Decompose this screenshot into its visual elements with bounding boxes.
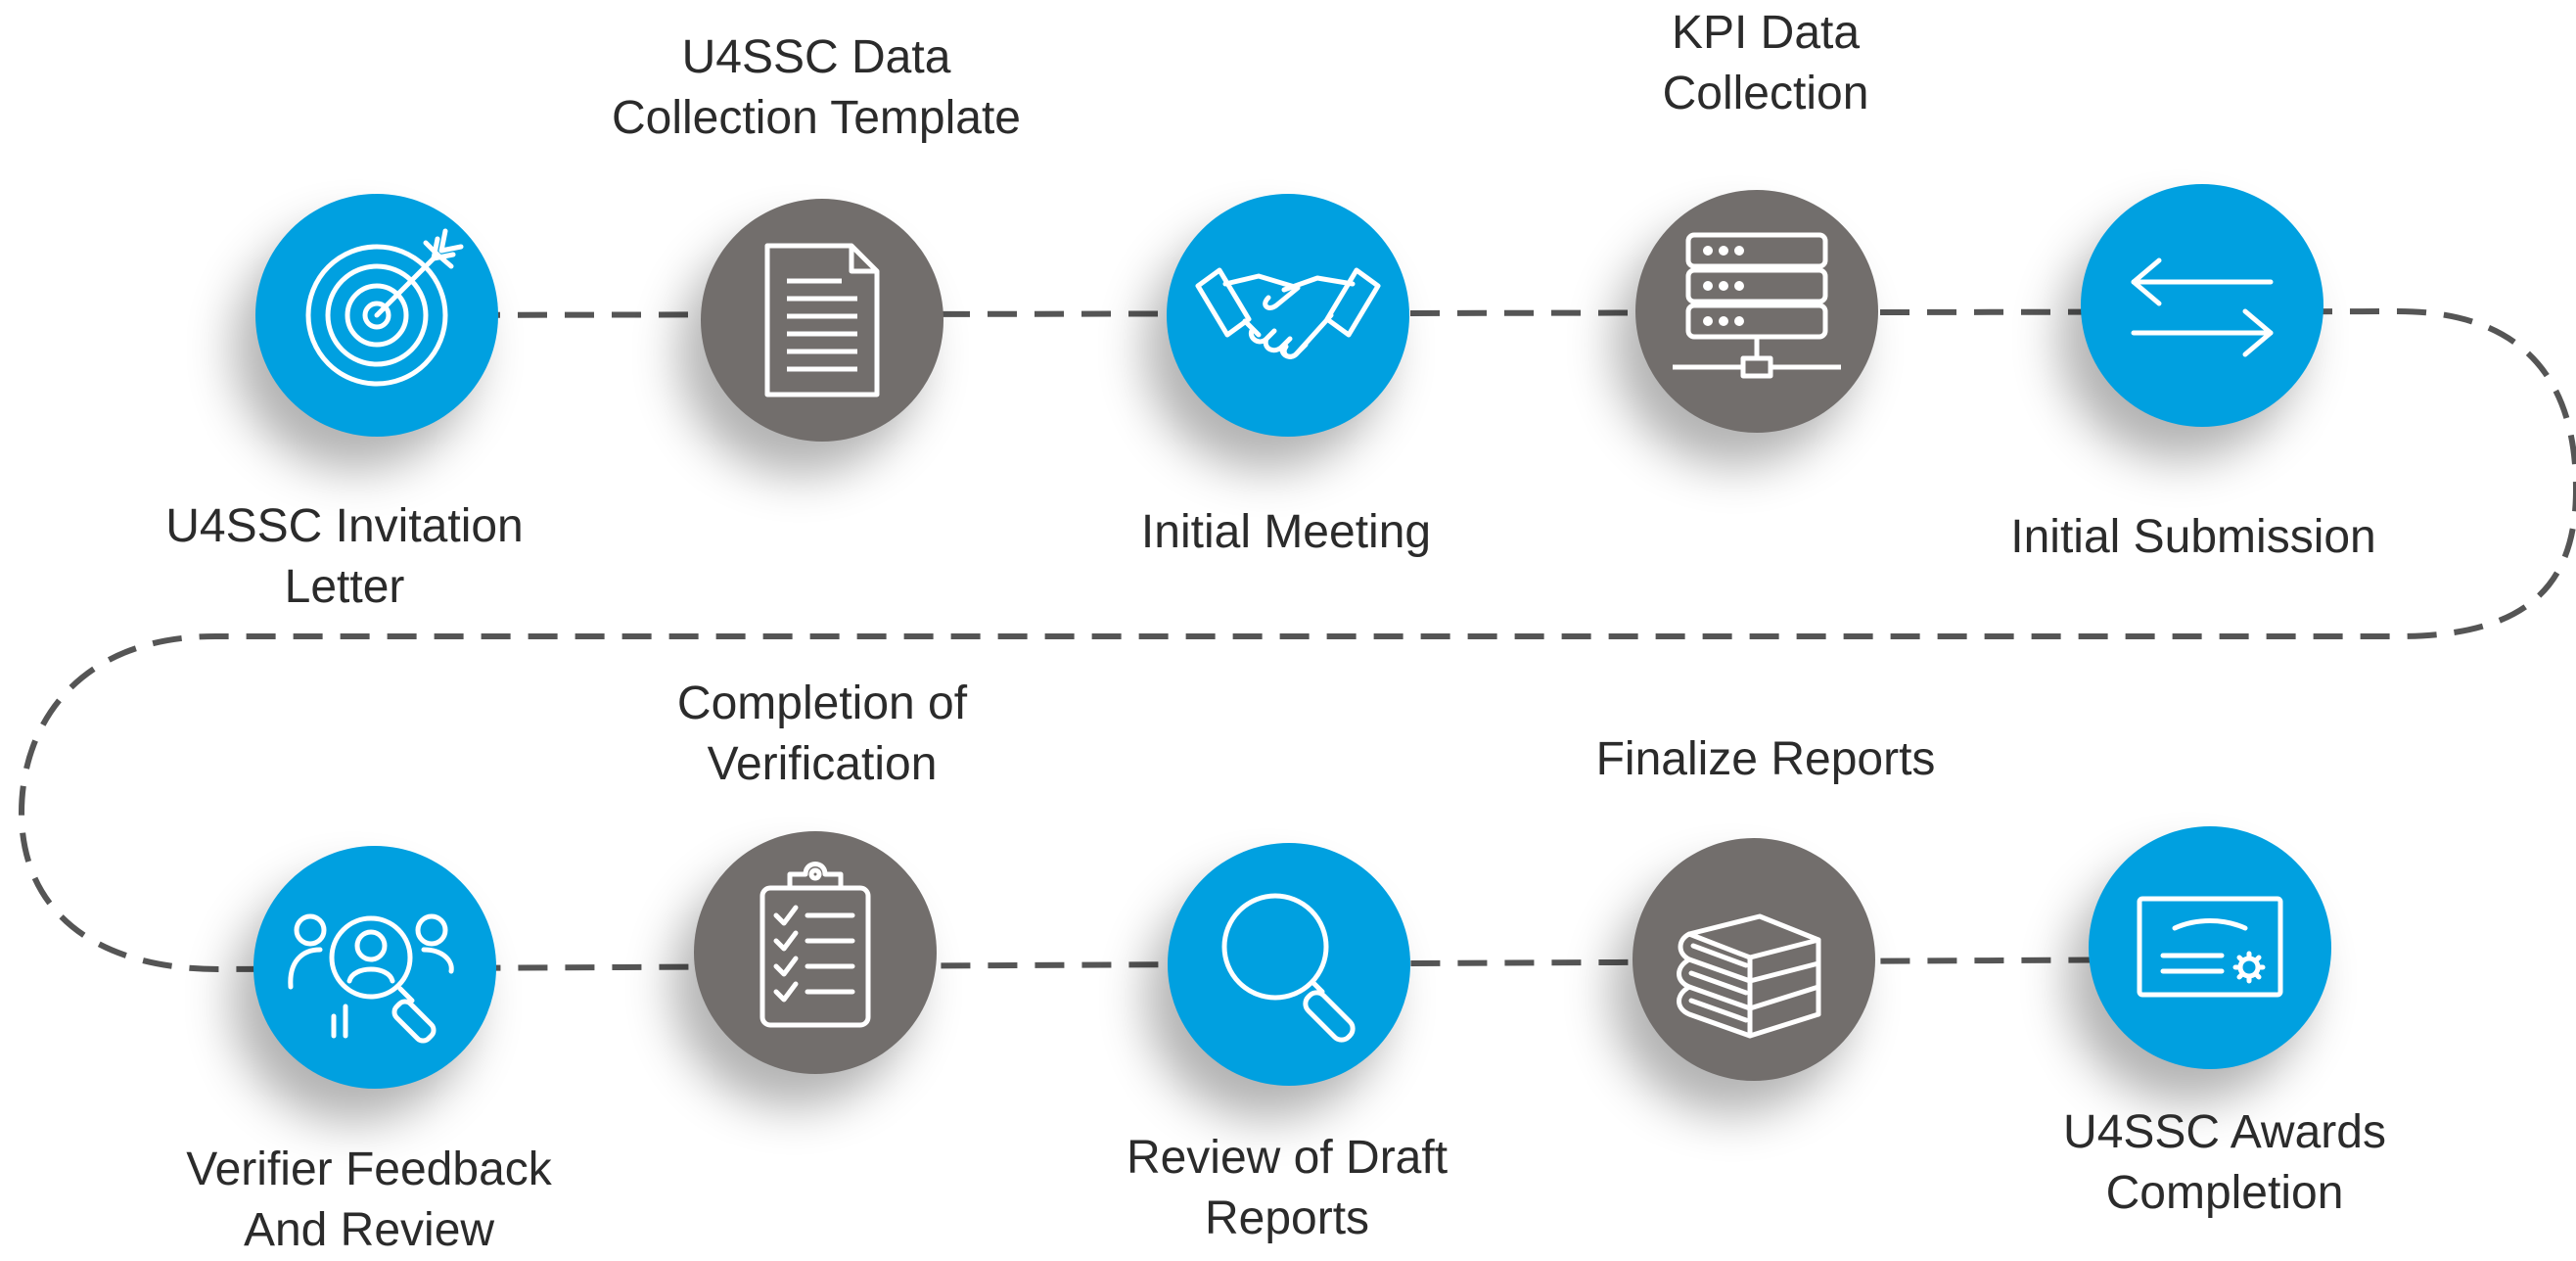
certificate-icon bbox=[2137, 896, 2283, 998]
clipboard-checklist-icon bbox=[759, 862, 871, 1028]
step-node-initial-submission[interactable] bbox=[2081, 184, 2323, 427]
server-icon bbox=[1673, 232, 1841, 379]
step-node-data-template[interactable] bbox=[701, 199, 943, 442]
step-node-invitation-letter[interactable] bbox=[255, 194, 498, 437]
step-node-awards-completion[interactable] bbox=[2089, 826, 2331, 1069]
step-label-verifier-feedback: Verifier Feedback And Review bbox=[186, 1144, 552, 1256]
step-node-completion-verification[interactable] bbox=[694, 831, 937, 1074]
step-label-kpi-collection: KPI Data Collection bbox=[1662, 7, 1869, 119]
target-icon bbox=[305, 228, 464, 387]
step-label-completion-verification: Completion of Verification bbox=[676, 677, 968, 790]
step-label-review-draft: Review of Draft Reports bbox=[1126, 1132, 1449, 1244]
step-label-awards-completion: U4SSC Awards Completion bbox=[2063, 1106, 2386, 1219]
step-label-finalize-reports: Finalize Reports bbox=[1595, 733, 1936, 785]
step-node-initial-meeting[interactable] bbox=[1167, 194, 1409, 437]
step-label-data-template: U4SSC Data Collection Template bbox=[611, 31, 1021, 144]
document-icon bbox=[764, 243, 880, 397]
step-label-initial-meeting: Initial Meeting bbox=[1140, 506, 1432, 558]
step-node-verifier-feedback[interactable] bbox=[253, 846, 496, 1089]
exchange-arrows-icon bbox=[2131, 257, 2274, 357]
magnifier-icon bbox=[1221, 893, 1356, 1043]
step-node-finalize-reports[interactable] bbox=[1633, 838, 1875, 1081]
handshake-icon bbox=[1195, 267, 1381, 359]
step-node-kpi-collection[interactable] bbox=[1635, 190, 1878, 433]
step-label-initial-submission: Initial Submission bbox=[2010, 511, 2376, 563]
step-node-review-draft[interactable] bbox=[1168, 843, 1410, 1086]
books-icon bbox=[1677, 913, 1821, 1039]
user-search-icon bbox=[288, 913, 454, 1044]
step-label-invitation-letter: U4SSC Invitation Letter bbox=[165, 500, 524, 613]
